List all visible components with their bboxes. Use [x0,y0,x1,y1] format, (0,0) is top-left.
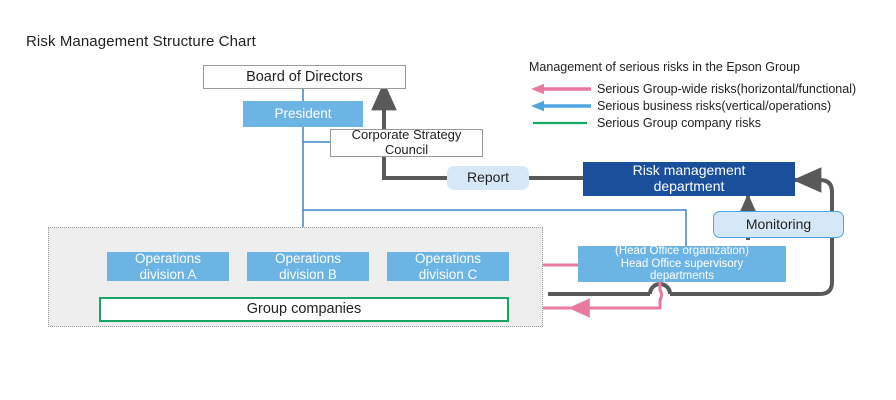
node-operations-division-b[interactable]: Operations division B [247,251,369,282]
legend-line-icon-green [533,121,587,124]
node-corporate-strategy-council[interactable]: Corporate Strategy Council [330,128,483,157]
node-monitoring[interactable]: Monitoring [713,211,844,238]
node-risk-management-department[interactable]: Risk management department [583,162,795,196]
node-group-companies[interactable]: Group companies [99,297,509,322]
legend-label-business: Serious business risks(vertical/operatio… [597,98,832,113]
legend-arrow-left-icon-pink [531,83,591,94]
wire-president-headoffice [303,209,687,250]
node-operations-division-a[interactable]: Operations division A [107,251,229,282]
legend-item-business: Serious business risks(vertical/operatio… [529,97,889,114]
wire-pink-headoffice-group [568,282,663,318]
legend-item-group-company: Serious Group company risks [529,114,889,131]
legend-label-group-wide: Serious Group-wide risks(horizontal/func… [597,81,857,96]
page-title: Risk Management Structure Chart [26,33,256,50]
legend-label-group-company: Serious Group company risks [597,115,761,130]
node-report[interactable]: Report [447,166,529,190]
node-head-office-supervisory-departments[interactable]: (Head Office organization) Head Office s… [578,245,786,282]
legend: Management of serious risks in the Epson… [529,60,889,131]
legend-title: Management of serious risks in the Epson… [529,60,800,74]
node-board-of-directors[interactable]: Board of Directors [203,65,406,89]
node-operations-division-c[interactable]: Operations division C [387,251,509,282]
wire-report-board [371,81,447,180]
legend-item-group-wide: Serious Group-wide risks(horizontal/func… [529,80,889,97]
legend-arrow-left-icon-blue [531,100,591,111]
node-president[interactable]: President [243,101,363,127]
